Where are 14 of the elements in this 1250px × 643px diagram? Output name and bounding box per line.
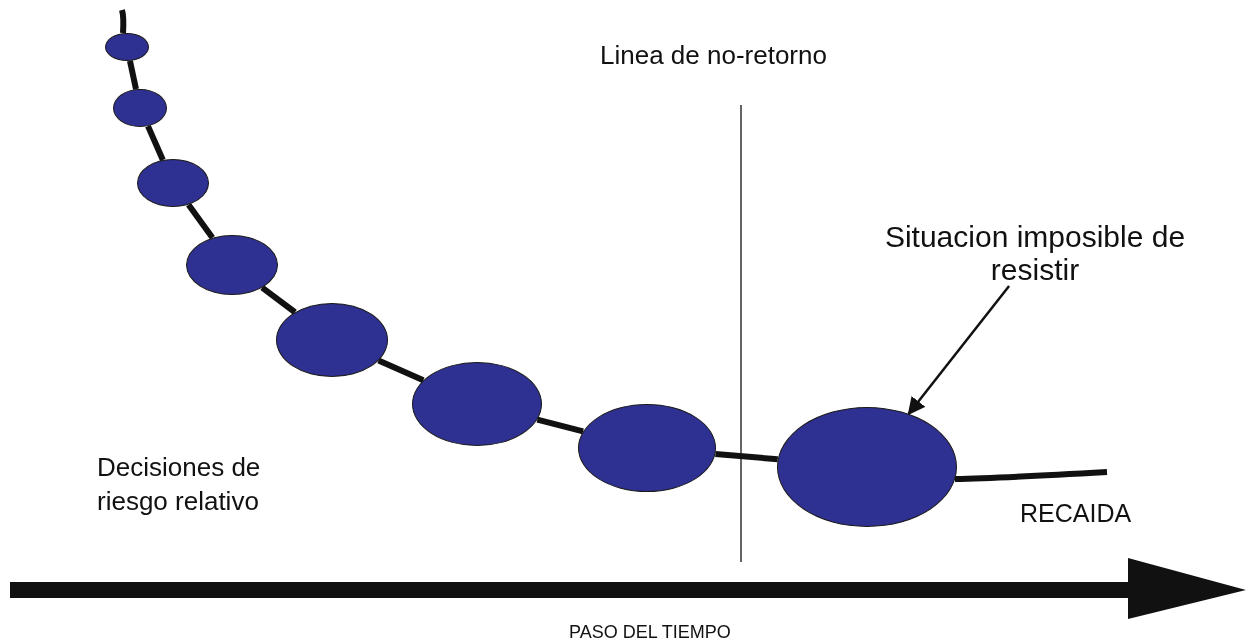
label-text: Decisiones de riesgo relativo [97, 451, 262, 518]
label-text: PASO DEL TIEMPO [569, 622, 731, 643]
label-text: RECAIDA [1020, 498, 1132, 528]
label-text: Linea de no-retorno [600, 40, 827, 72]
curve-segment [260, 285, 297, 315]
ellipse-marker [113, 89, 167, 127]
callout-text: Situacion imposible de resistir [880, 220, 1190, 286]
curve-segment [715, 450, 778, 463]
curve-segment [127, 60, 139, 90]
leader-arrow [907, 285, 1011, 416]
curve-segment [536, 416, 584, 435]
curve-segment [377, 357, 425, 384]
curve-segment [186, 202, 215, 240]
ellipse-marker [105, 33, 149, 61]
